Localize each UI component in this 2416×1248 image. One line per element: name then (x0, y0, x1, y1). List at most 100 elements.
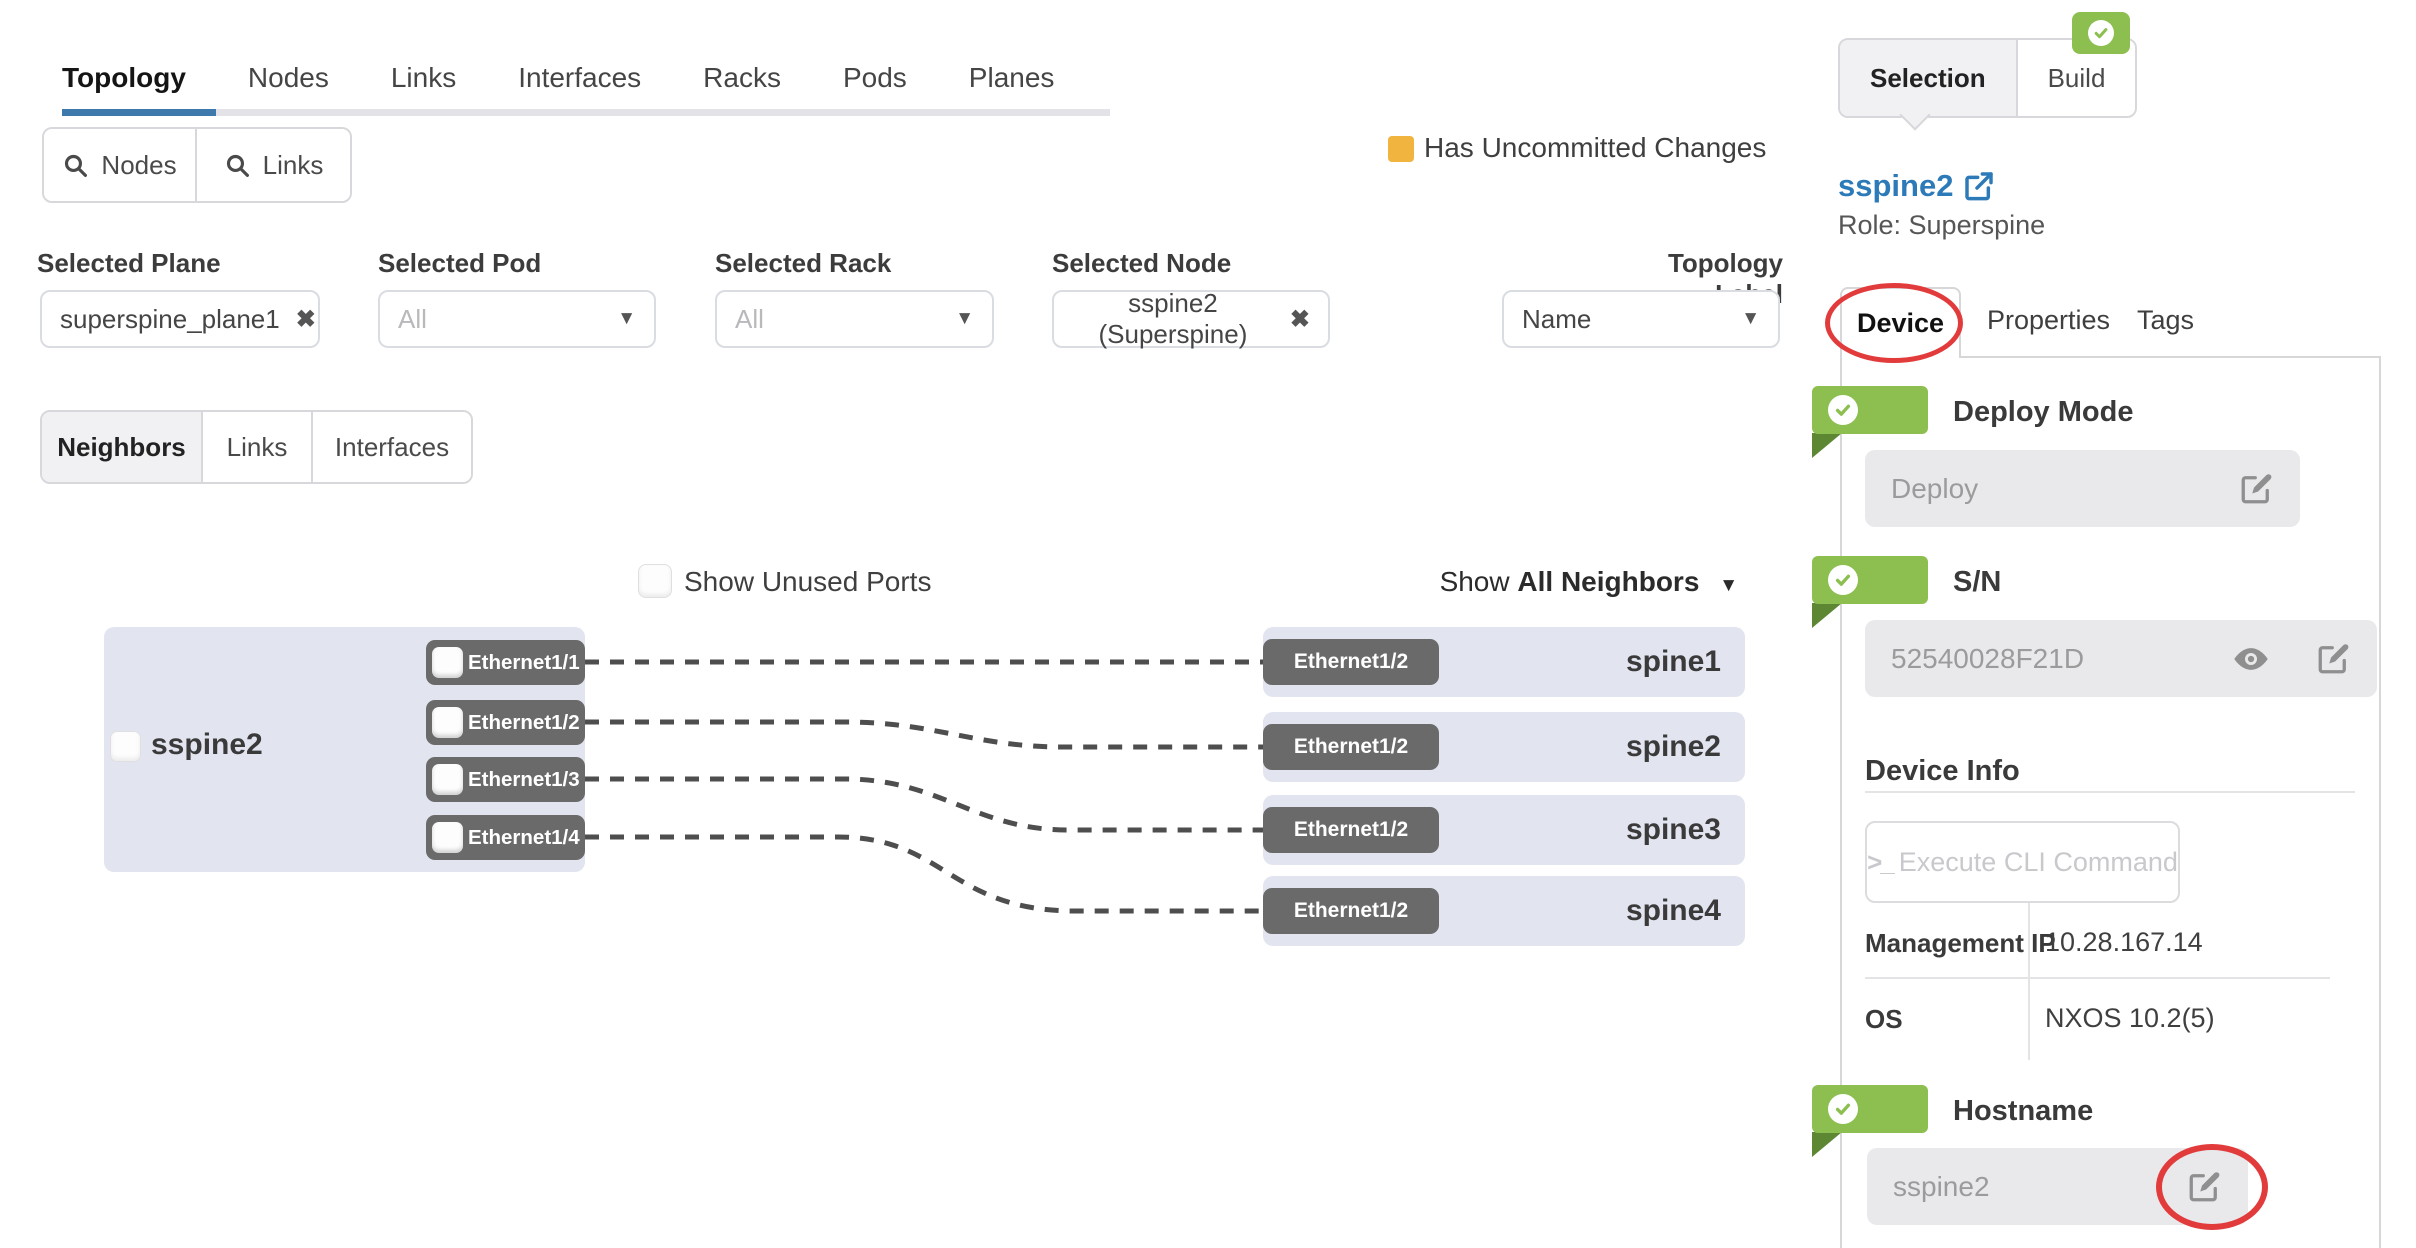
selected-node-filter[interactable]: sspine2 (Superspine) ✖ (1052, 288, 1330, 349)
port-label: Ethernet1/2 (468, 710, 580, 734)
node-sspine2-checkbox[interactable] (110, 731, 141, 762)
tab-racks[interactable]: Racks (703, 62, 781, 93)
ribbon-fold (1812, 603, 1842, 628)
port-checkbox[interactable] (432, 822, 463, 853)
edit-icon[interactable] (2315, 641, 2351, 677)
os-value: NXOS 10.2(5) (2045, 1003, 2215, 1033)
port-label: Ethernet1/2 (1293, 735, 1409, 758)
hostname-field: sspine2 (1867, 1148, 2248, 1225)
neighbor-port-spine1[interactable]: Ethernet1/2 (1263, 639, 1439, 685)
device-panel (1840, 356, 2381, 1248)
filter-label-rack: Selected Rack (715, 248, 892, 278)
device-info-underline (1865, 791, 2355, 793)
show-unused-ports-checkbox[interactable] (638, 564, 672, 598)
tab-interfaces-view[interactable]: Interfaces (313, 412, 471, 482)
port-label: Ethernet1/4 (468, 825, 580, 849)
tab-underline-active (62, 109, 216, 116)
tab-links-label: Links (226, 431, 288, 462)
check-circle-icon (1828, 565, 1858, 595)
neighbor-port-spine2[interactable]: Ethernet1/2 (1263, 724, 1439, 770)
ribbon-fold (1812, 433, 1842, 458)
clear-icon[interactable]: ✖ (1289, 305, 1310, 333)
caret-down-icon: ▼ (617, 308, 636, 329)
clear-icon[interactable]: ✖ (295, 305, 316, 333)
edit-icon[interactable] (2238, 471, 2274, 507)
selected-node-value: sspine2 (Superspine) (1098, 288, 1248, 349)
node-link-label: sspine2 (1838, 168, 1954, 203)
hostname-ribbon (1812, 1085, 1928, 1133)
port-ethernet1-2[interactable]: Ethernet1/2 (426, 700, 585, 745)
port-ethernet1-4[interactable]: Ethernet1/4 (426, 815, 585, 860)
tab-selection-label: Selection (1870, 62, 1986, 93)
edit-icon[interactable] (2186, 1169, 2222, 1205)
link-line (585, 776, 1263, 833)
node-role: Role: Superspine (1838, 210, 2046, 240)
table-row-divider (1865, 977, 2330, 979)
terminal-icon: >_ (1867, 846, 1895, 877)
tab-tags[interactable]: Tags (2137, 305, 2195, 335)
eye-icon[interactable] (2231, 639, 2271, 679)
selected-pod-value: All (398, 303, 427, 334)
management-ip-value: 10.28.167.14 (2045, 927, 2203, 957)
search-icon (226, 154, 249, 177)
show-neighbors-prefix: Show (1439, 566, 1510, 597)
port-label: Ethernet1/2 (1293, 650, 1409, 673)
topology-label-select[interactable]: Name ▼ (1502, 290, 1780, 348)
search-nodes-label: Nodes (101, 149, 177, 180)
tab-nodes[interactable]: Nodes (247, 62, 329, 93)
tab-properties[interactable]: Properties (1987, 305, 2111, 335)
neighbor-name: spine2 (1625, 730, 1721, 763)
tab-links[interactable]: Links (390, 62, 457, 93)
port-checkbox[interactable] (432, 707, 463, 738)
search-links-button[interactable]: Links (197, 129, 350, 201)
neighbor-port-spine4[interactable]: Ethernet1/2 (1263, 888, 1439, 934)
tab-links-view[interactable]: Links (203, 412, 313, 482)
link-line (585, 834, 1263, 914)
filter-label-node: Selected Node (1052, 248, 1232, 278)
search-icon (65, 154, 88, 177)
tab-device[interactable]: Device (1840, 287, 1961, 358)
tab-neighbors-label: Neighbors (57, 431, 186, 462)
caret-down-icon: ▼ (955, 308, 974, 329)
selected-pod-select[interactable]: All ▼ (378, 290, 656, 348)
device-info-title: Device Info (1865, 755, 2020, 787)
selected-plane-filter[interactable]: superspine_plane1 ✖ (40, 290, 320, 348)
topology-label-value: Name (1522, 303, 1592, 334)
external-link-icon (1965, 172, 1994, 201)
selected-rack-select[interactable]: All ▼ (715, 290, 994, 348)
tab-topology[interactable]: Topology (62, 62, 186, 93)
port-ethernet1-1[interactable]: Ethernet1/1 (426, 640, 585, 685)
hostname-title: Hostname (1953, 1095, 2094, 1127)
deploy-mode-ribbon (1812, 386, 1928, 434)
caret-down-icon: ▼ (1741, 308, 1760, 329)
port-checkbox[interactable] (432, 764, 463, 795)
neighbor-port-spine3[interactable]: Ethernet1/2 (1263, 807, 1439, 853)
sn-field: 52540028F21D (1865, 620, 2377, 697)
execute-cli-button[interactable]: >_ Execute CLI Command (1865, 821, 2180, 903)
neighbor-name: spine1 (1625, 645, 1721, 678)
tab-selection[interactable]: Selection (1840, 40, 2018, 116)
show-neighbors-dropdown[interactable]: Show All Neighbors ▼ (1440, 566, 1738, 598)
tab-underline (62, 109, 1110, 116)
node-sspine2-label: sspine2 (151, 728, 263, 761)
tab-interfaces[interactable]: Interfaces (518, 62, 642, 93)
view-tab-group: Neighbors Links Interfaces (40, 410, 473, 484)
deploy-mode-title: Deploy Mode (1953, 396, 2134, 428)
search-button-group: Nodes Links (42, 127, 352, 203)
search-nodes-button[interactable]: Nodes (44, 129, 197, 201)
selected-plane-value: superspine_plane1 (60, 303, 280, 334)
tab-neighbors[interactable]: Neighbors (42, 412, 203, 482)
hostname-value: sspine2 (1893, 1170, 1990, 1202)
deploy-mode-value: Deploy (1891, 472, 1979, 504)
main-tab-bar: Topology Nodes Links Interfaces Racks Po… (62, 62, 1054, 94)
tab-pods[interactable]: Pods (842, 62, 907, 93)
tab-planes[interactable]: Planes (968, 62, 1055, 93)
port-ethernet1-3[interactable]: Ethernet1/3 (426, 757, 585, 802)
tab-device-label: Device (1856, 308, 1945, 338)
port-label: Ethernet1/1 (468, 650, 580, 674)
node-detail-link[interactable]: sspine2 (1838, 168, 1995, 204)
tab-build-label: Build (2047, 62, 2106, 93)
os-label: OS (1865, 1004, 1903, 1034)
check-circle-icon (2088, 20, 2114, 46)
port-checkbox[interactable] (432, 647, 463, 678)
